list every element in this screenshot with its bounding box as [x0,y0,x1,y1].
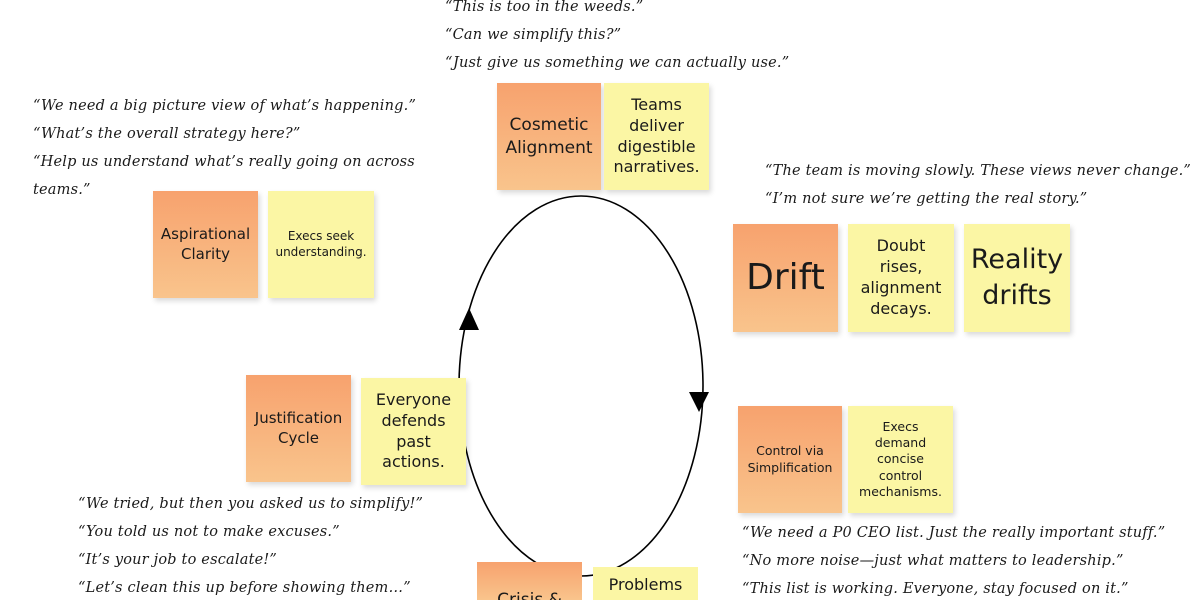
quotes-bottom-left: “We tried, but then you asked us to simp… [78,490,423,602]
quote-line: “This list is working. Everyone, stay fo… [742,581,1129,597]
stage-justification-cycle: Justification Cycle [246,375,351,482]
cycle-loop [458,195,704,577]
stage-aspirational-clarity: Aspirational Clarity [153,191,258,298]
quote-line: “Let’s clean this up before showing them… [78,580,411,596]
note-teams-deliver: Teams deliver digestible narratives. [604,83,709,190]
quote-line: “No more noise—just what matters to lead… [742,553,1124,569]
stage-title: Crisis & [497,590,562,600]
note-doubt-rises: Doubt rises, alignment decays. [848,224,954,332]
stage-title: Drift [746,256,825,298]
quote-line: “You told us not to make excuses.” [78,524,340,540]
stage-title: Aspirational Clarity [160,225,251,263]
stage-control-via-simplification: Control via Simplification [738,406,842,513]
quotes-top: “This is too in the weeds.” “Can we simp… [445,0,789,77]
stage-title: Control via Simplification [747,443,833,475]
note-text: Execs seek understanding. [275,228,367,259]
note-text: Everyone defends past actions. [375,389,452,472]
note-text: Doubt rises, alignment decays. [860,236,942,318]
quotes-left: “We need a big picture view of what’s ha… [33,92,416,204]
stage-crisis: Crisis & [477,562,582,600]
stage-cosmetic-alignment: Cosmetic Alignment [497,83,601,190]
quote-line: “What’s the overall strategy here?” [33,126,301,142]
down-arrow-icon [689,392,709,412]
stage-drift: Drift [733,224,838,332]
note-reality-drifts: Reality drifts [964,224,1070,332]
note-text: Teams deliver digestible narratives. [613,94,700,177]
quote-line: “I’m not sure we’re getting the real sto… [765,191,1088,207]
quote-line: “We need a big picture view of what’s ha… [33,98,417,114]
note-execs-demand: Execs demand concise control mechanisms. [848,406,953,513]
quote-line: teams.” [33,182,91,198]
quote-line: “We tried, but then you asked us to simp… [78,496,424,512]
quote-line: “The team is moving slowly. These views … [765,163,1192,179]
note-execs-seek: Execs seek understanding. [268,191,374,298]
note-text: Reality drifts [970,243,1064,311]
quote-line: “It’s your job to escalate!” [78,552,278,568]
quote-line: “Just give us something we can actually … [445,55,790,71]
note-text: Execs demand concise control mechanisms. [859,418,942,499]
note-problems: Problems [593,567,698,600]
quotes-right: “The team is moving slowly. These views … [765,157,1191,213]
stage-title: Cosmetic Alignment [505,115,593,158]
quotes-bottom-right: “We need a P0 CEO list. Just the really … [742,519,1165,603]
stage-title: Justification Cycle [254,409,343,447]
quote-line: “We need a P0 CEO list. Just the really … [742,525,1166,541]
up-arrow-icon [459,308,479,330]
quote-line: “Can we simplify this?” [445,27,622,43]
note-text: Problems [608,575,683,594]
note-everyone-defends: Everyone defends past actions. [361,378,466,485]
quote-line: “This is too in the weeds.” [445,0,644,15]
quote-line: “Help us understand what’s really going … [33,154,415,170]
